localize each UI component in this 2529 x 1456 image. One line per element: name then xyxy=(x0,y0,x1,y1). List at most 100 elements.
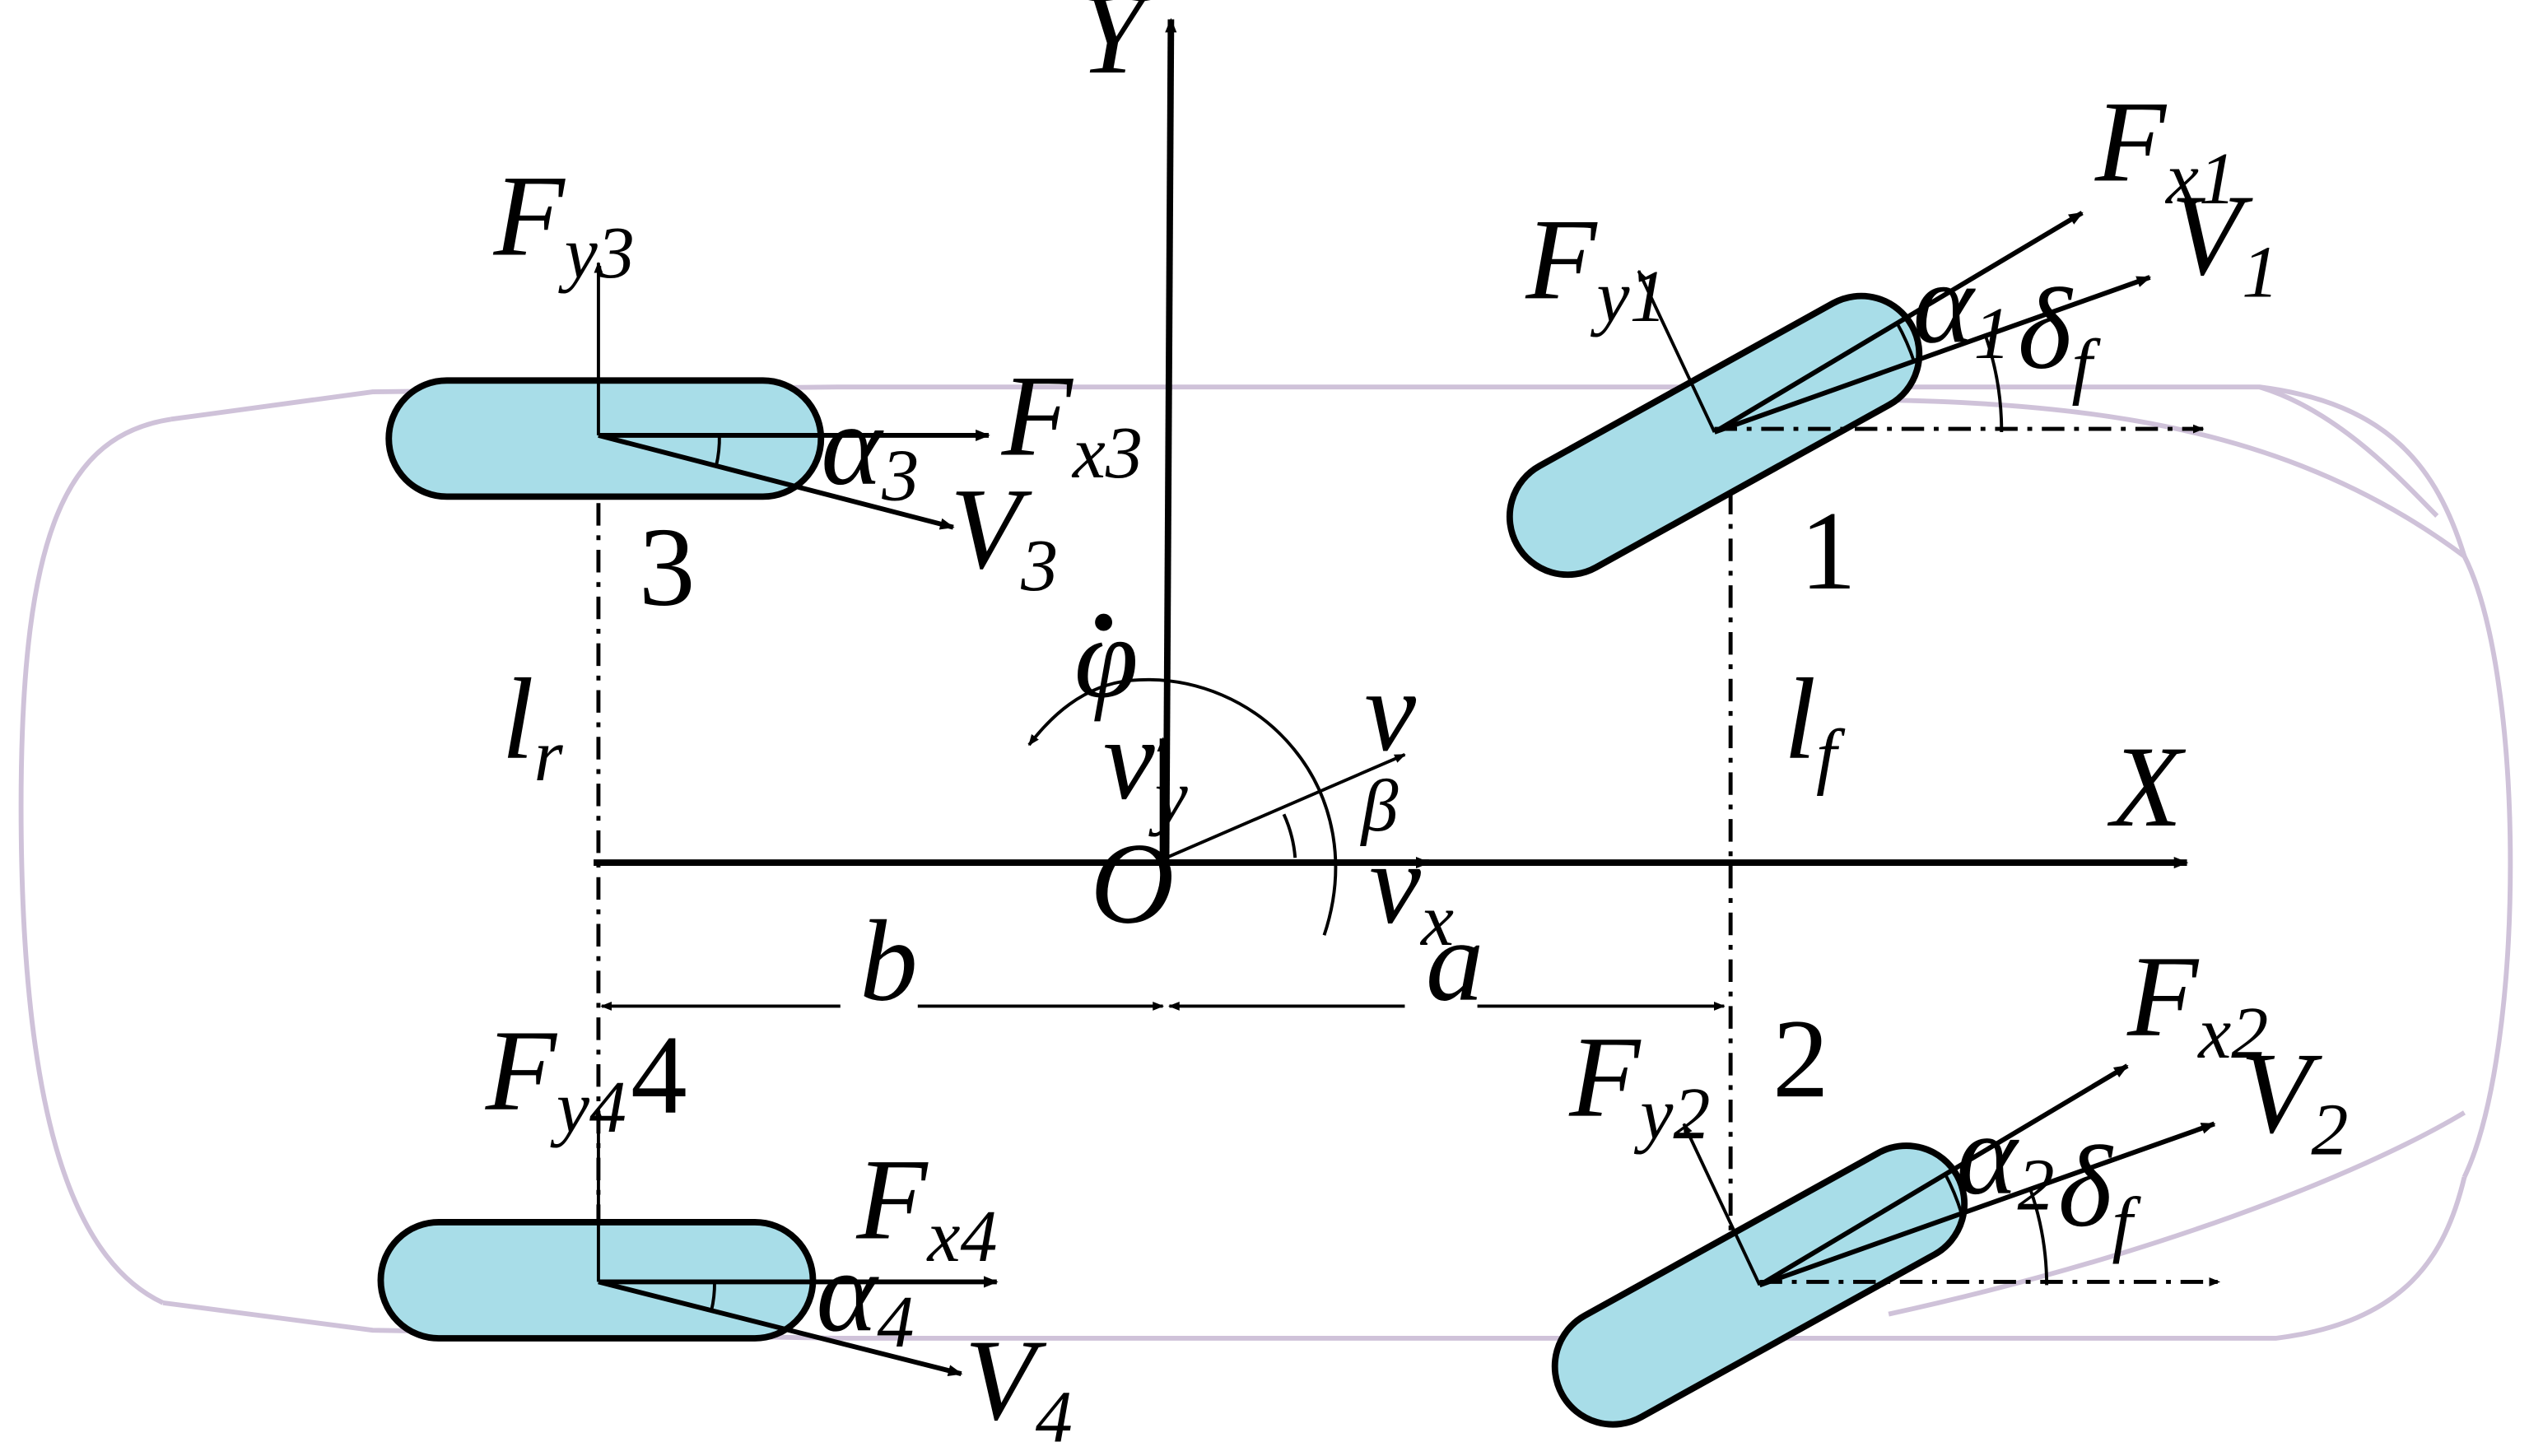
slip-angle-label: β xyxy=(1360,765,1399,847)
velocity-v-base: v xyxy=(1364,646,1416,775)
fy2-sub: y2 xyxy=(1633,1073,1710,1155)
fx3-base: F xyxy=(1001,351,1074,480)
fy1-sub: y1 xyxy=(1591,256,1667,337)
fx2-base: F xyxy=(2126,932,2200,1061)
v4-arrow xyxy=(598,1279,963,1377)
alpha3-base: α xyxy=(821,380,884,509)
delta1-base: δ xyxy=(2018,264,2074,393)
alpha2-sub: 2 xyxy=(2017,1144,2054,1226)
reference-lines xyxy=(596,424,2221,1286)
fy4-label: Fy4 xyxy=(485,1006,626,1148)
origin-label: O xyxy=(1090,819,1174,948)
delta1-arc xyxy=(1983,334,2004,433)
alpha4-arc xyxy=(710,1282,716,1312)
alpha2-label: α2 xyxy=(1956,1090,2054,1226)
wheel-2-number: 2 xyxy=(1772,996,1829,1121)
rear-length-label: lr xyxy=(501,654,563,797)
v1-base: V xyxy=(2171,170,2253,300)
wheel-force-vectors xyxy=(594,211,2216,1377)
yaw-rate-label: φ xyxy=(1074,593,1139,722)
rear-length-base: l xyxy=(501,654,533,784)
alpha3-label: α3 xyxy=(821,380,919,517)
wheel-4-number: 4 xyxy=(631,1012,687,1137)
front-length-sub: f xyxy=(1816,715,1846,797)
alpha1-base: α xyxy=(1913,238,1977,367)
v1-sub: 1 xyxy=(2242,231,2279,313)
rear-length-sub: r xyxy=(534,715,564,797)
delta1-label: δf xyxy=(2018,264,2102,407)
velocity-vx-label: vx xyxy=(1369,819,1454,961)
fy2-label: Fy2 xyxy=(1568,1012,1710,1155)
velocity-v-label: v xyxy=(1364,646,1416,775)
velocity-v-arrow xyxy=(1165,753,1406,859)
v2-arrow xyxy=(1758,1121,2216,1288)
fy3-label: Fy3 xyxy=(493,151,635,294)
wheel-3-number: 3 xyxy=(639,505,696,630)
v3-label: V3 xyxy=(950,464,1058,607)
wheel-1-number: 1 xyxy=(1800,488,1856,613)
v4-label: V4 xyxy=(965,1315,1073,1456)
fx4-sub: x4 xyxy=(926,1196,998,1277)
yaw-rate-arc xyxy=(1027,677,1338,936)
dim-a-label: a xyxy=(1426,896,1484,1026)
alpha4-base: α xyxy=(816,1226,879,1356)
fy3-base: F xyxy=(493,151,566,281)
fx4-label: Fx4 xyxy=(855,1135,997,1277)
fx4-base: F xyxy=(855,1135,929,1264)
fx3-label: Fx3 xyxy=(1001,351,1143,493)
alpha4-sub: 4 xyxy=(877,1282,914,1363)
velocity-vx-sub: x xyxy=(1419,880,1454,961)
beta-arc xyxy=(1282,813,1297,858)
fx1-base: F xyxy=(2094,77,2168,206)
v3-arrow xyxy=(598,433,955,530)
fy4-sub: y4 xyxy=(550,1067,626,1148)
velocity-vectors xyxy=(1027,677,1431,936)
v4-sub: 4 xyxy=(1036,1376,1073,1456)
alpha2-base: α xyxy=(1956,1090,2019,1219)
delta2-arc xyxy=(2028,1189,2049,1286)
delta2-sub: f xyxy=(2112,1183,2141,1264)
velocity-vy-base: v xyxy=(1103,695,1155,824)
velocity-vx-base: v xyxy=(1369,819,1421,948)
fy2-base: F xyxy=(1568,1012,1642,1142)
fy1-arrow xyxy=(1637,269,1716,433)
v2-label: V2 xyxy=(2240,1028,2348,1170)
v3-base: V xyxy=(950,464,1032,593)
delta2-label: δf xyxy=(2058,1122,2142,1264)
delta2-base: δ xyxy=(2058,1122,2114,1251)
velocity-vy-label: vy xyxy=(1103,695,1189,837)
fy1-label: Fy1 xyxy=(1525,194,1666,337)
alpha2-arc xyxy=(1943,1173,1963,1213)
v2-base: V xyxy=(2240,1028,2322,1157)
alpha3-sub: 3 xyxy=(881,435,919,516)
front-length-label: lf xyxy=(1784,654,1846,797)
fy4-base: F xyxy=(485,1006,558,1135)
fx1-label: Fx1 xyxy=(2094,77,2236,219)
fx2-sub: x2 xyxy=(2196,993,2268,1074)
tire-1 xyxy=(1506,292,1923,579)
y-axis xyxy=(1162,17,1177,863)
front-length-base: l xyxy=(1784,654,1816,784)
delta1-sub: f xyxy=(2071,325,2101,407)
fy3-sub: y3 xyxy=(558,212,635,294)
v3-sub: 3 xyxy=(1020,525,1058,607)
fx2-arrow xyxy=(1758,1063,2129,1287)
v2-sub: 2 xyxy=(2311,1090,2348,1171)
y-axis-label: Y xyxy=(1079,0,1154,98)
v4-base: V xyxy=(965,1315,1047,1444)
dim-b-label: b xyxy=(859,896,918,1026)
fy2-arrow xyxy=(1682,1123,1762,1286)
alpha1-arc xyxy=(1895,321,1917,364)
yaw-rate-dot: . xyxy=(1086,500,1122,661)
fy1-base: F xyxy=(1525,194,1598,323)
fx2-label: Fx2 xyxy=(2126,932,2268,1074)
v1-label: V1 xyxy=(2171,170,2279,313)
fx1-sub: x1 xyxy=(2164,138,2236,220)
fx3-sub: x3 xyxy=(1071,412,1143,494)
x-axis-label: X xyxy=(2107,722,2186,851)
alpha3-arc xyxy=(715,435,721,467)
velocity-vy-sub: y xyxy=(1148,756,1189,837)
alpha1-sub: 1 xyxy=(1974,293,2011,374)
v1-arrow xyxy=(1713,275,2152,435)
